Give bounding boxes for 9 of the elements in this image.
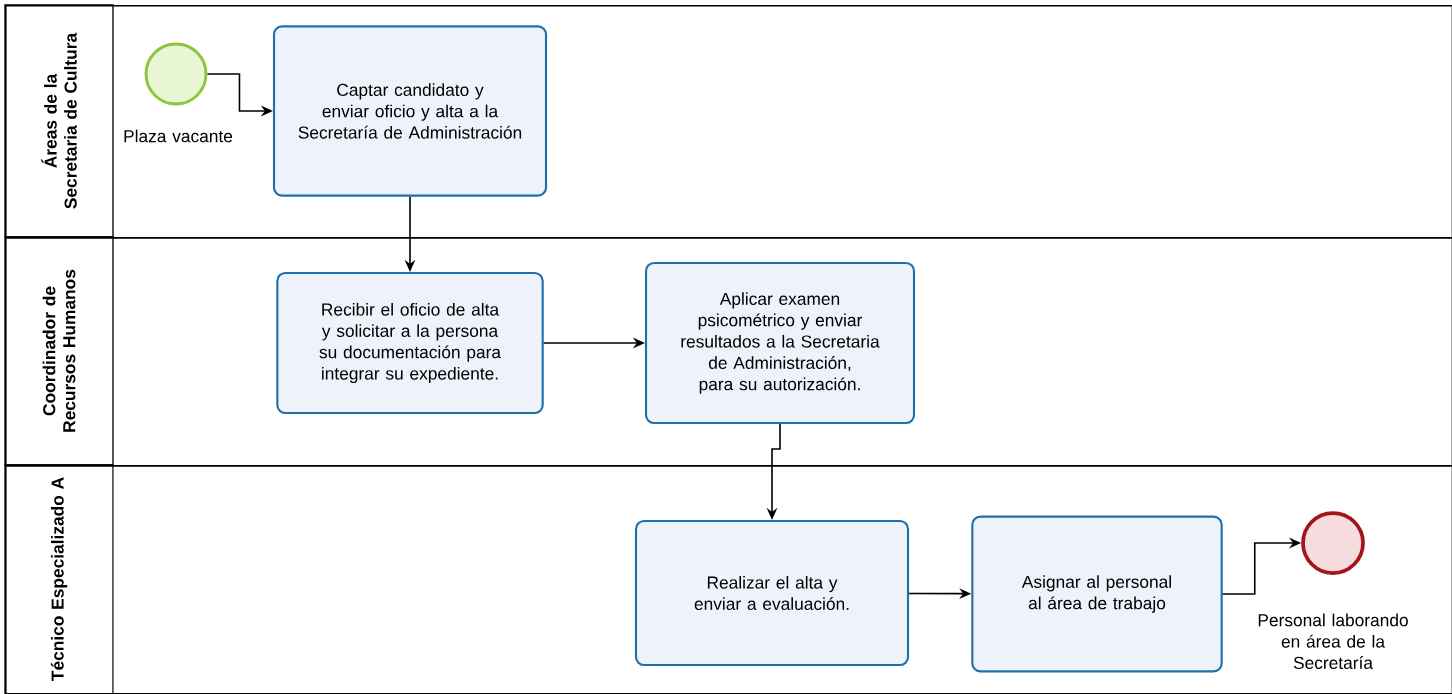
task-box: Realizar el alta y enviar a evaluación.	[634, 519, 910, 667]
event-label: Plaza vacante	[124, 129, 233, 143]
task-box: Aplicar examen psicométrico y enviar resultados a la Secretaria de Administración, para su autorización.	[644, 261, 916, 425]
task-box: Captar candidato y enviar oficio y alta a la Secretaría de Administración	[272, 25, 548, 197]
event-label: Personal laborando en área de la Secretaría	[1258, 613, 1408, 669]
event-circle	[144, 42, 208, 106]
task-box: Asignar al personal al área de trabajo	[971, 515, 1223, 673]
event-circle	[1301, 511, 1365, 575]
task-box: Recibir el oficio de alta y solicitar a la persona su documentación para integrar su expediente.	[276, 271, 544, 415]
